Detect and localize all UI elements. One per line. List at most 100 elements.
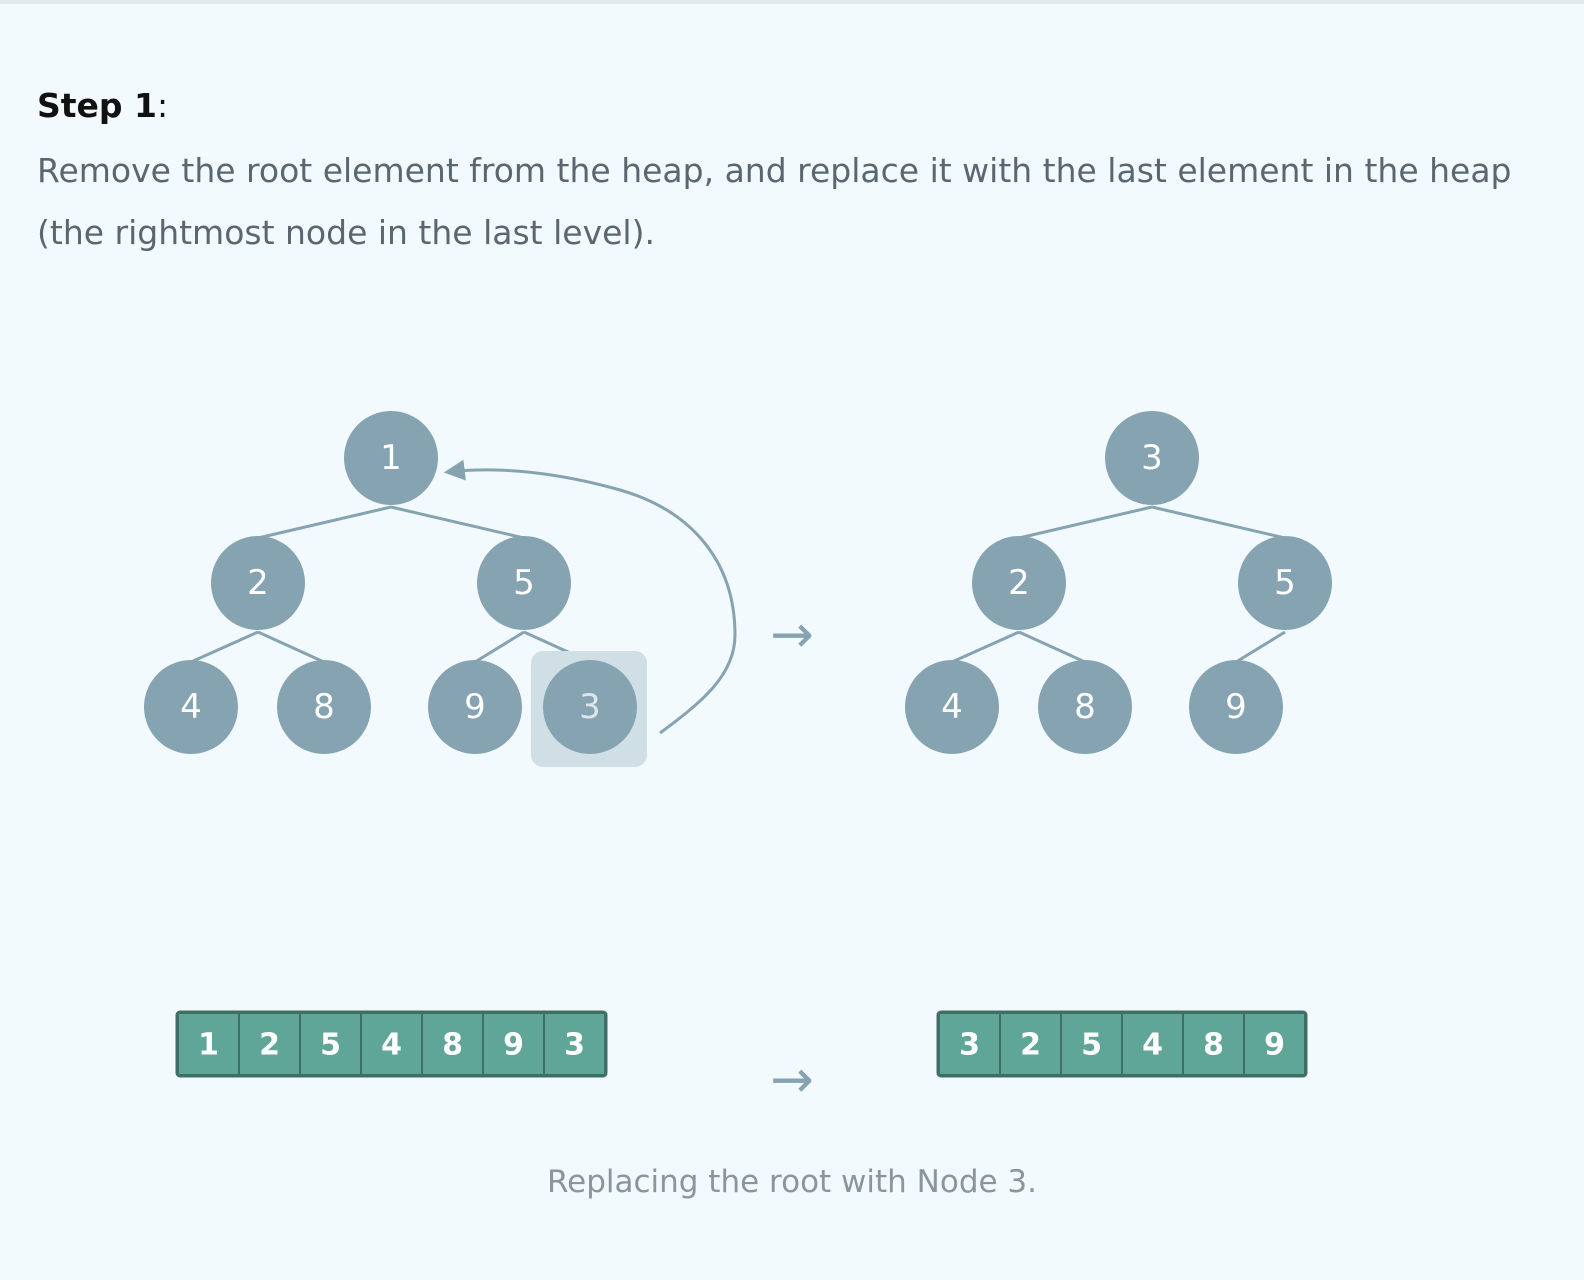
right-array-cell-box <box>1060 1012 1123 1076</box>
left-array-cell-box <box>177 1012 240 1076</box>
right-tree-node-circle <box>1238 536 1332 630</box>
left-tree-edge <box>474 630 525 664</box>
left-tree-node-label: 4 <box>180 687 202 727</box>
left-array-cell: 3 <box>543 1012 606 1076</box>
left-tree-node: 1 <box>344 411 438 505</box>
left-tree-node-circle <box>428 660 522 754</box>
left-array-cell-box <box>238 1012 301 1076</box>
left-tree-edge <box>190 630 259 664</box>
right-tree-node-circle <box>905 660 999 754</box>
right-array-cell-value: 2 <box>1020 1028 1041 1063</box>
left-tree-node: 4 <box>144 660 238 754</box>
right-array-cell: 2 <box>999 1012 1062 1076</box>
left-array-cell: 1 <box>177 1012 240 1076</box>
left-array-cell-box <box>299 1012 362 1076</box>
right-tree-edge <box>1018 505 1153 540</box>
right-array-cell: 5 <box>1060 1012 1123 1076</box>
left-array-cell-value: 5 <box>320 1028 341 1063</box>
right-tree-node-label: 4 <box>941 687 963 727</box>
right-tree-node: 3 <box>1105 411 1199 505</box>
edges-layer <box>190 505 1286 664</box>
right-array-cell: 9 <box>1243 1012 1306 1076</box>
left-array-cell: 9 <box>482 1012 545 1076</box>
left-tree-node: 9 <box>428 660 522 754</box>
arrays-layer: 1 2 5 4 8 9 3 3 2 5 4 8 9 <box>175 1010 1308 1078</box>
right-tree-node-circle <box>1189 660 1283 754</box>
right-tree-edge <box>1151 505 1286 540</box>
right-tree-edge <box>951 630 1020 664</box>
right-array-cell-value: 8 <box>1203 1028 1224 1063</box>
right-array-cell-box <box>999 1012 1062 1076</box>
left-array-cell-box <box>543 1012 606 1076</box>
left-tree-node-circle <box>277 660 371 754</box>
left-tree-node-circle <box>543 660 637 754</box>
left-array-cell: 4 <box>360 1012 423 1076</box>
caption: Replacing the root with Node 3. <box>546 1164 1038 1200</box>
left-tree-node: 8 <box>277 660 371 754</box>
left-tree-node: 2 <box>211 536 305 630</box>
left-array-cell-value: 1 <box>198 1028 219 1063</box>
left-array-cell-value: 2 <box>259 1028 280 1063</box>
left-tree-node-label: 8 <box>313 687 335 727</box>
swap-arrow <box>443 459 737 735</box>
right-array-cell-value: 5 <box>1081 1028 1102 1063</box>
right-array-cell-value: 3 <box>959 1028 980 1063</box>
left-tree-node: 5 <box>477 536 571 630</box>
right-tree-node-label: 2 <box>1008 563 1030 603</box>
right-array-cell: 4 <box>1121 1012 1184 1076</box>
left-tree-node-label: 3 <box>579 687 601 727</box>
left-tree-edge <box>257 505 392 540</box>
nodes-layer: 1 2 5 4 8 9 3 3 2 5 4 8 9 <box>144 411 1332 754</box>
right-tree-node-label: 5 <box>1274 563 1296 603</box>
right-tree-node: 2 <box>972 536 1066 630</box>
right-tree-edge <box>1235 630 1286 664</box>
left-array-cell-box <box>360 1012 423 1076</box>
right-tree-node-circle <box>1105 411 1199 505</box>
left-array-cell-box <box>482 1012 545 1076</box>
left-array-cell: 8 <box>421 1012 484 1076</box>
right-array-cell-box <box>1121 1012 1184 1076</box>
left-tree-node-circle <box>477 536 571 630</box>
left-array-cell: 5 <box>299 1012 362 1076</box>
right-array-cell-value: 4 <box>1142 1028 1163 1063</box>
left-tree-node-label: 5 <box>513 563 535 603</box>
left-tree-edge <box>257 630 325 664</box>
tree-transition-arrow: → <box>770 605 814 665</box>
right-tree-node-label: 3 <box>1141 438 1163 478</box>
left-tree-edge <box>390 505 525 540</box>
left-tree-node-label: 1 <box>380 438 402 478</box>
step-label: Step 1 <box>37 86 157 125</box>
right-tree-node: 5 <box>1238 536 1332 630</box>
left-tree-node-circle <box>144 660 238 754</box>
right-tree-node-label: 8 <box>1074 687 1096 727</box>
left-array-cell-value: 4 <box>381 1028 402 1063</box>
right-array-cell-box <box>938 1012 1001 1076</box>
right-tree-node: 4 <box>905 660 999 754</box>
left-tree-node-circle <box>344 411 438 505</box>
right-array-cell: 3 <box>938 1012 1001 1076</box>
right-tree-node: 9 <box>1189 660 1283 754</box>
right-array-cell-box <box>1243 1012 1306 1076</box>
left-tree-node-label: 2 <box>247 563 269 603</box>
array-transition-arrow: → <box>770 1050 814 1110</box>
step-description: Remove the root element from the heap, a… <box>37 151 1512 252</box>
top-border <box>0 0 1584 4</box>
left-array-cell-box <box>421 1012 484 1076</box>
left-array-cell-value: 9 <box>503 1028 524 1063</box>
left-tree-node-label: 9 <box>464 687 486 727</box>
left-tree-node-circle <box>211 536 305 630</box>
right-tree-node: 8 <box>1038 660 1132 754</box>
left-array-cell: 2 <box>238 1012 301 1076</box>
right-array-cell-value: 9 <box>1264 1028 1285 1063</box>
right-tree-edge <box>1018 630 1086 664</box>
right-tree-node-label: 9 <box>1225 687 1247 727</box>
right-tree-node-circle <box>1038 660 1132 754</box>
step-suffix: : <box>157 86 169 125</box>
left-array-cell-value: 3 <box>564 1028 585 1063</box>
left-tree-node: 3 <box>543 660 637 754</box>
left-array-cell-value: 8 <box>442 1028 463 1063</box>
step-heading: Step 1: <box>37 86 168 125</box>
right-tree-node-circle <box>972 536 1066 630</box>
right-array-cell: 8 <box>1182 1012 1245 1076</box>
